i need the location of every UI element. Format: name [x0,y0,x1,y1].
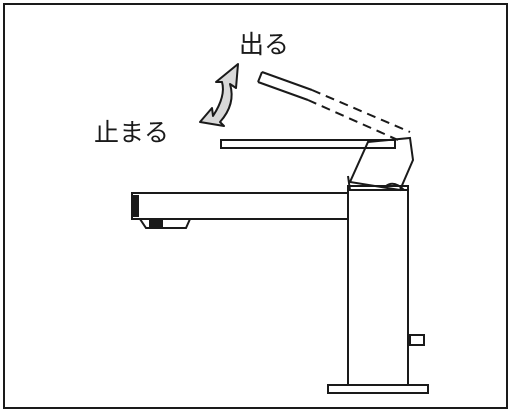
label-water-out: 出る [239,30,290,59]
faucet-base-plate [327,384,429,394]
lever-closed [220,139,396,149]
handle-cartridge [347,136,415,192]
faucet-spout [131,192,349,229]
motion-arrow-icon [199,63,239,127]
label-water-stop: 止まる [94,118,170,147]
pop-up-knob [409,334,425,346]
diagram-frame [3,3,508,409]
faucet-body [347,189,409,386]
lever-open [257,71,411,141]
